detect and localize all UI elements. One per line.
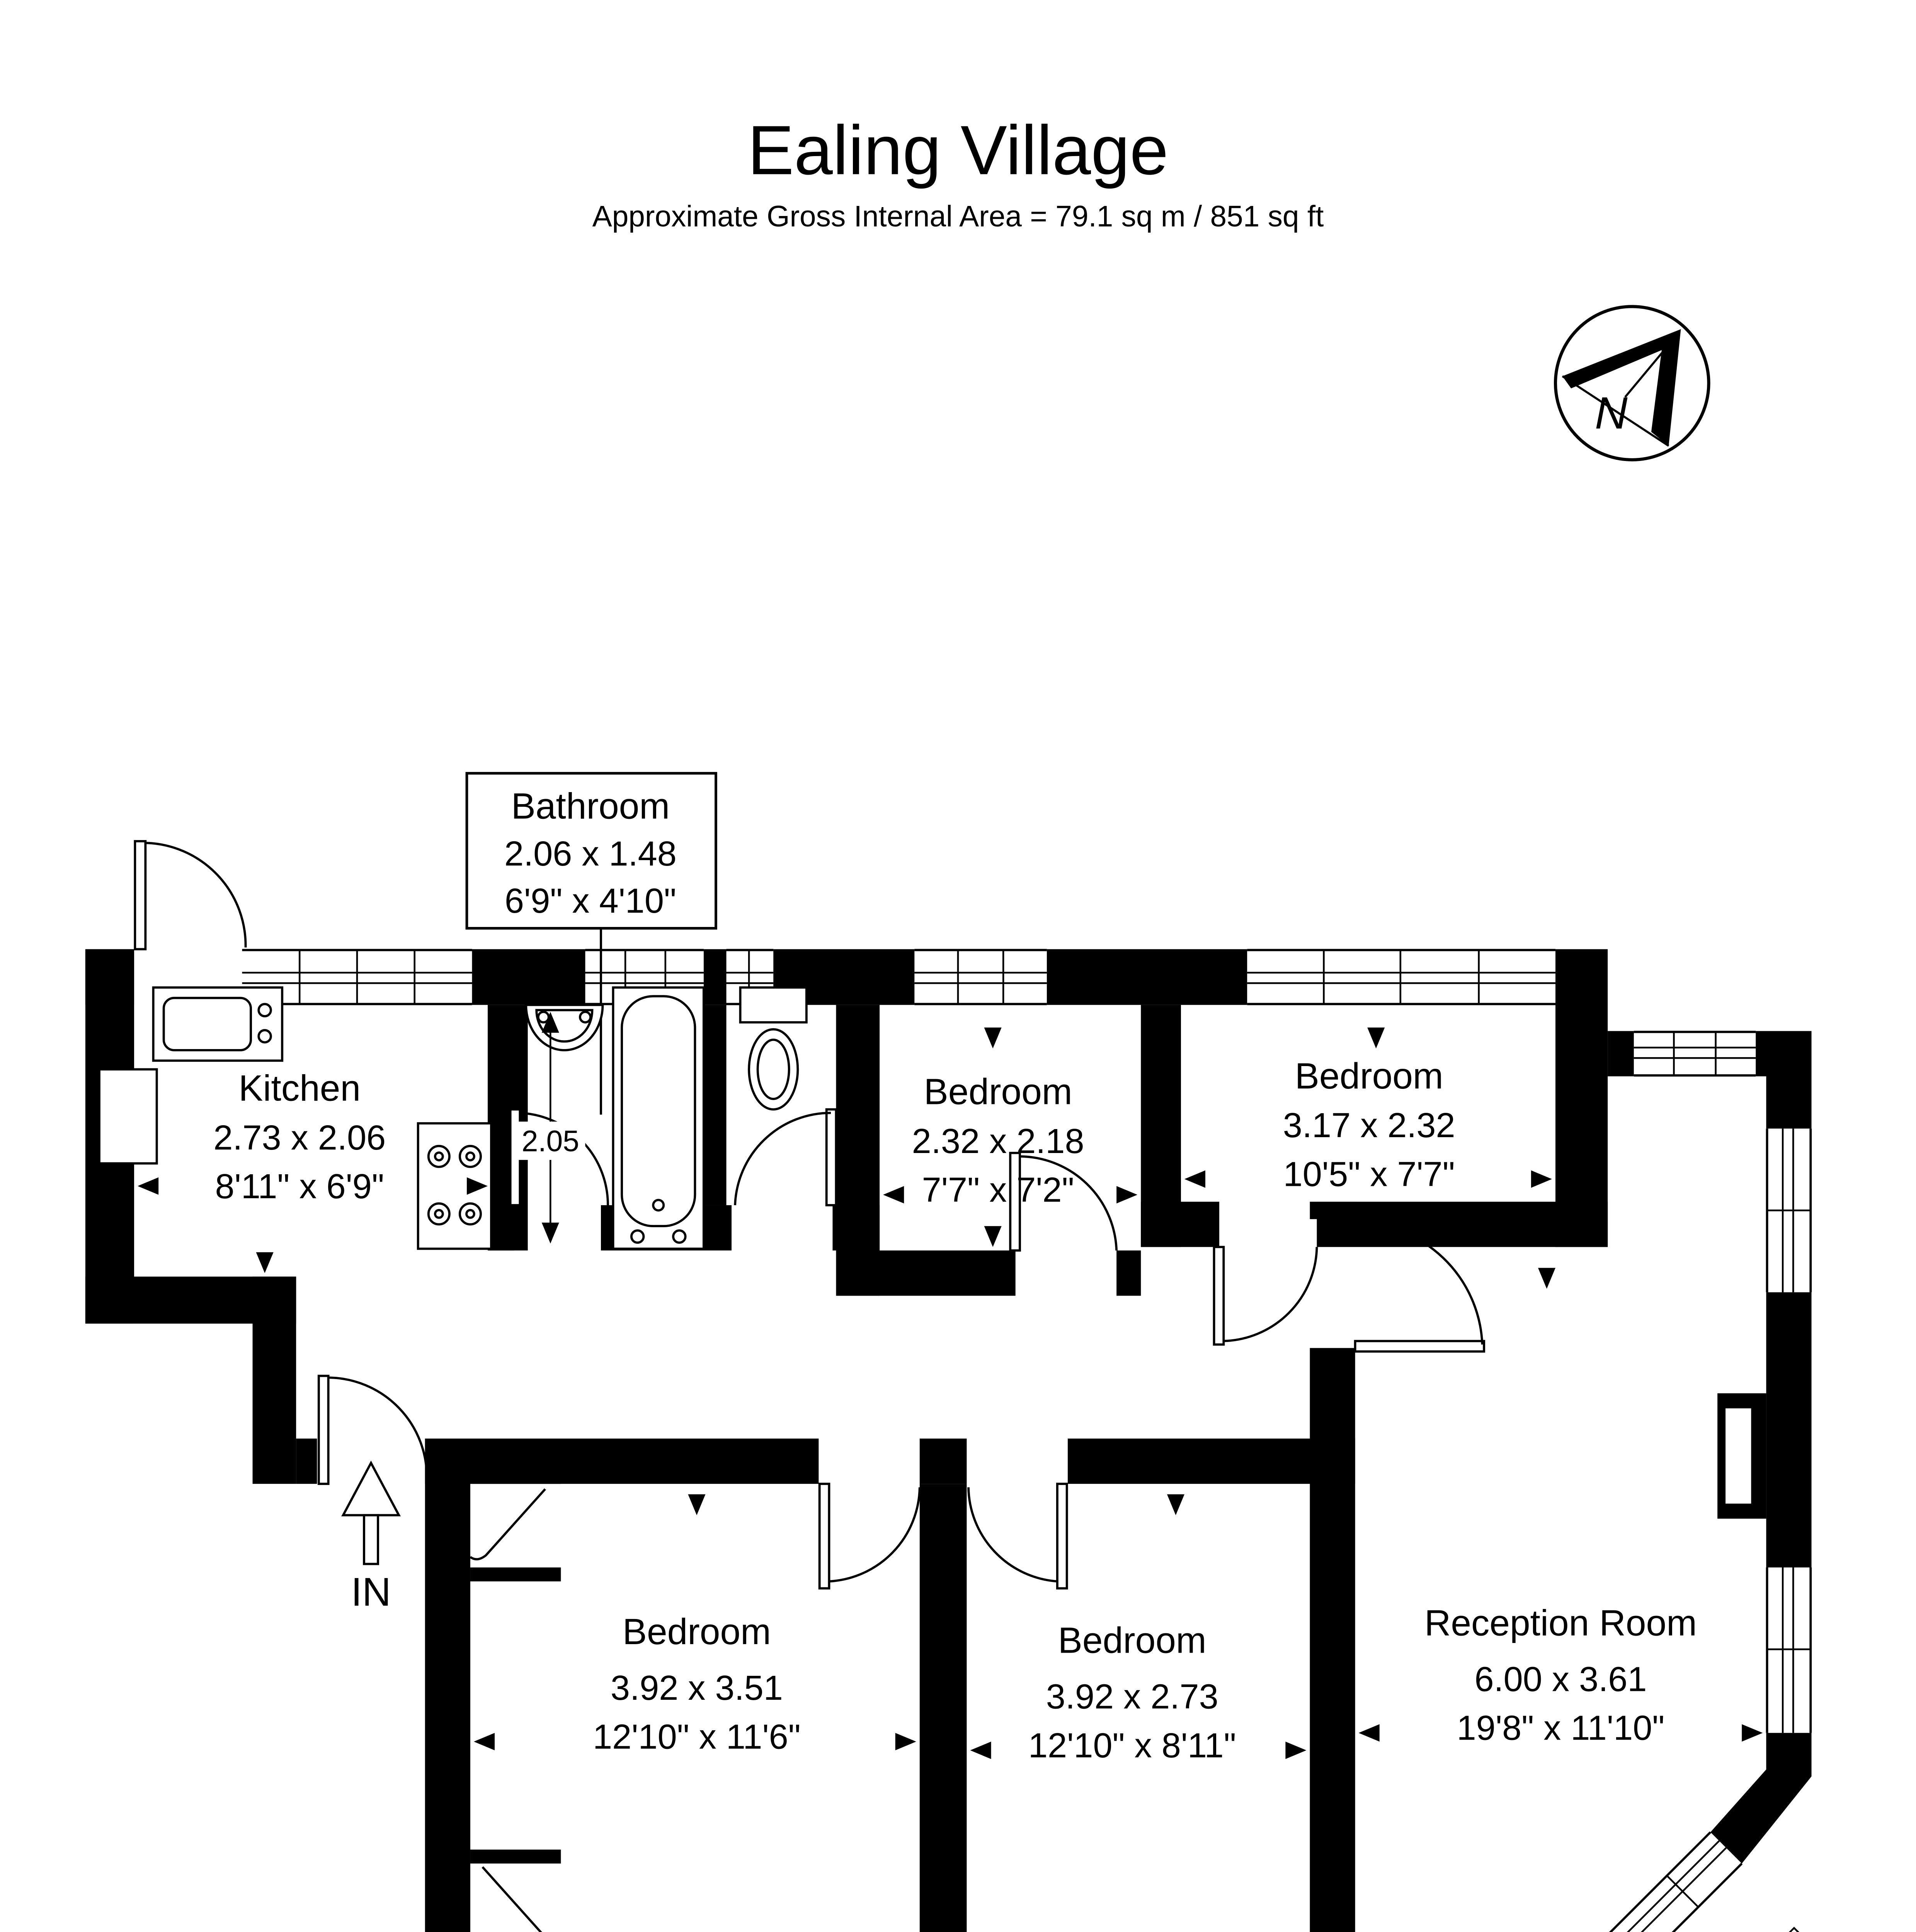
dimension-marks xyxy=(138,1012,1763,1759)
bedroom-top-right-window xyxy=(1247,949,1555,1005)
doors xyxy=(134,840,1485,1932)
svg-text:12'10" x 8'11": 12'10" x 8'11" xyxy=(1028,1726,1236,1765)
entry-door xyxy=(317,1374,428,1485)
svg-text:3.17 x 2.32: 3.17 x 2.32 xyxy=(1283,1106,1455,1145)
page-subtitle: Approximate Gross Internal Area = 79.1 s… xyxy=(592,200,1324,233)
wc-door xyxy=(734,1108,837,1206)
svg-text:12'10" x 11'6": 12'10" x 11'6" xyxy=(593,1717,801,1756)
svg-text:7'7" x 7'2": 7'7" x 7'2" xyxy=(922,1170,1074,1209)
reception-door xyxy=(1354,1221,1485,1353)
svg-text:3.92 x 3.51: 3.92 x 3.51 xyxy=(611,1668,783,1708)
compass-north-label: N xyxy=(1595,388,1628,438)
svg-text:3.92 x 2.73: 3.92 x 2.73 xyxy=(1046,1677,1218,1716)
fixtures xyxy=(98,986,808,1250)
svg-text:6.00 x 3.61: 6.00 x 3.61 xyxy=(1475,1660,1647,1699)
bedroom-bottom-middle-label: Bedroom 3.92 x 2.73 12'10" x 8'11" xyxy=(1028,1620,1236,1765)
bathtub xyxy=(612,986,705,1250)
kitchen-metric: 2.73 x 2.06 xyxy=(213,1118,386,1157)
room-labels: Kitchen 2.73 x 2.06 8'11" x 6'9" 2.05 Be… xyxy=(213,1056,1697,1765)
page-title: Ealing Village xyxy=(747,112,1168,189)
svg-text:Bedroom: Bedroom xyxy=(924,1071,1072,1112)
bedroom-top-middle-label: Bedroom 2.32 x 2.18 7'7" x 7'2" xyxy=(912,1071,1084,1209)
svg-text:2.32 x 2.18: 2.32 x 2.18 xyxy=(912,1122,1084,1161)
svg-text:10'5" x 7'7": 10'5" x 7'7" xyxy=(1283,1155,1455,1194)
reception-ne-window xyxy=(1634,1031,1756,1077)
bedroom-bottom-middle-door xyxy=(967,1483,1068,1590)
kitchen-label: Kitchen 2.73 x 2.06 8'11" x 6'9" xyxy=(213,1068,386,1206)
svg-text:Bedroom: Bedroom xyxy=(1058,1620,1206,1661)
bay-window-angled xyxy=(1609,1831,1743,1932)
bedroom-bottom-left-label: Bedroom 3.92 x 3.51 12'10" x 11'6" xyxy=(593,1611,801,1756)
bedroom-top-middle-window xyxy=(914,949,1047,1005)
svg-text:Bedroom: Bedroom xyxy=(623,1611,771,1652)
reception-east-window-upper xyxy=(1766,1128,1812,1293)
bedroom-top-right-door xyxy=(1213,1246,1318,1346)
compass-icon: N xyxy=(1554,305,1710,461)
reception-label: Reception Room 6.00 x 3.61 19'8" x 11'10… xyxy=(1424,1602,1697,1747)
kitchen-imperial: 8'11" x 6'9" xyxy=(215,1167,384,1206)
balcony-railing-hatch xyxy=(1788,1927,1800,1932)
entrance-arrow-icon xyxy=(341,1460,401,1565)
closet-doors xyxy=(470,1488,546,1932)
callout-metric: 2.06 x 1.48 xyxy=(504,834,677,873)
bathroom-callout: Bathroom 2.06 x 1.48 6'9" x 4'10" xyxy=(465,772,717,1115)
bedroom-top-middle-door xyxy=(1009,1151,1118,1252)
bathroom-width-dim: 2.05 xyxy=(522,1125,579,1158)
kitchen-counter-unit xyxy=(98,1068,158,1165)
callout-room-name: Bathroom xyxy=(511,786,670,827)
kitchen-external-door xyxy=(134,840,247,951)
callout-imperial: 6'9" x 4'10" xyxy=(505,881,676,920)
toilet xyxy=(739,986,808,1111)
reception-east-window-lower xyxy=(1766,1567,1812,1733)
bathroom-basin xyxy=(525,1003,604,1051)
svg-text:Bedroom: Bedroom xyxy=(1295,1056,1443,1097)
kitchen-name: Kitchen xyxy=(238,1068,361,1109)
bedroom-bottom-left-door xyxy=(818,1483,921,1590)
walls xyxy=(85,949,1812,1932)
bedroom-top-right-label: Bedroom 3.17 x 2.32 10'5" x 7'7" xyxy=(1283,1056,1455,1194)
entrance-label: IN xyxy=(351,1570,391,1614)
svg-text:19'8" x 11'10": 19'8" x 11'10" xyxy=(1457,1709,1665,1748)
svg-text:Reception Room: Reception Room xyxy=(1424,1602,1697,1643)
kitchen-sink xyxy=(152,986,284,1062)
